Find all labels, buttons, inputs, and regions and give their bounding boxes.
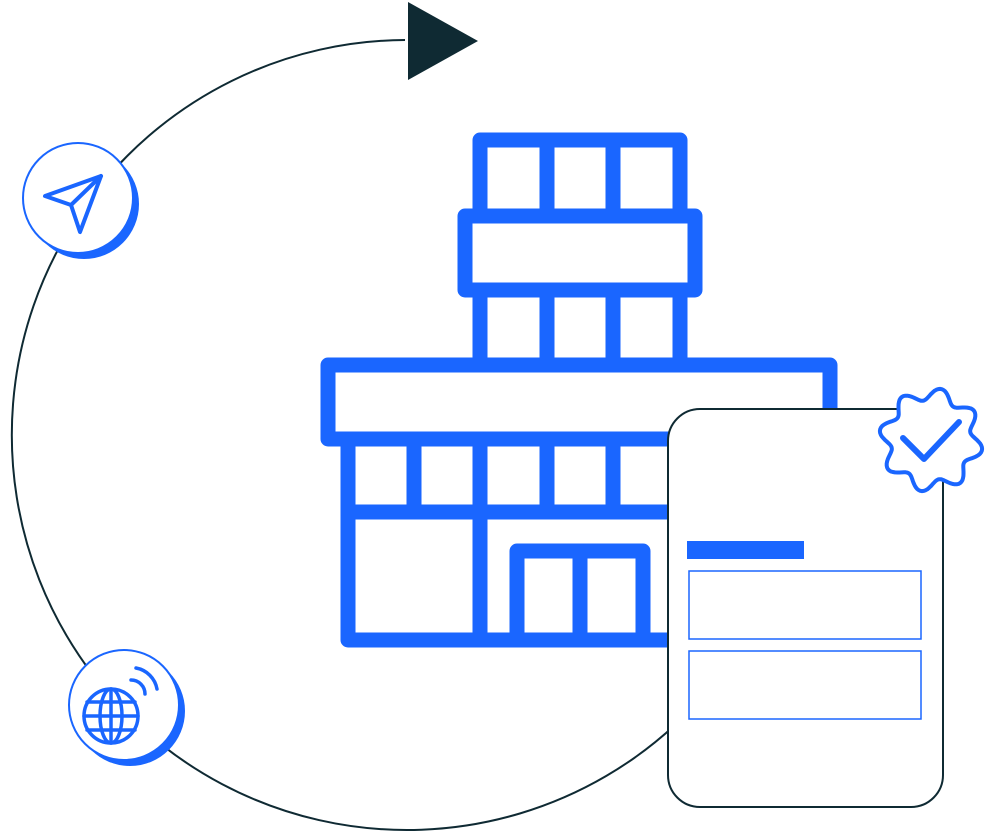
tower-top [472,132,688,224]
form-card [667,408,944,808]
cycle-arc [10,39,676,831]
form-field-1 [688,570,922,640]
form-field-2 [688,650,922,720]
form-heading-bar [687,541,804,559]
verified-badge-icon [877,386,985,494]
badge-shape [877,386,985,494]
tower-middle [472,282,688,373]
globe-node [68,649,185,766]
cycle-path [10,39,676,831]
check-mark [900,419,962,462]
send-node [22,142,139,259]
tower-band [457,208,703,298]
globe-signal-icon [82,666,159,745]
paper-plane-icon [43,174,103,234]
play-arrow-icon [408,2,478,80]
